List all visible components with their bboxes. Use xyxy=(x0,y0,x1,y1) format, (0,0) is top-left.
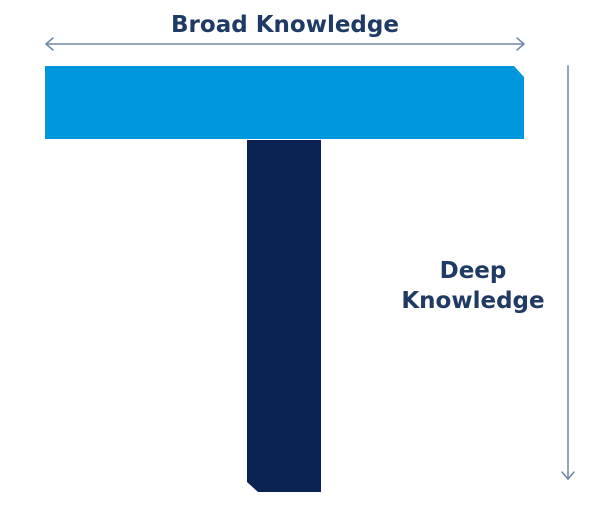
deep-knowledge-label-line1: Deep xyxy=(439,258,507,284)
broad-knowledge-arrow xyxy=(45,37,525,51)
broad-knowledge-label: Broad Knowledge xyxy=(171,12,399,38)
broad-knowledge-bar xyxy=(45,66,524,139)
deep-knowledge-arrow xyxy=(561,65,575,480)
deep-knowledge-stem xyxy=(247,140,321,492)
deep-knowledge-label: Deep Knowledge xyxy=(378,256,568,316)
deep-knowledge-label-line2: Knowledge xyxy=(401,288,545,314)
